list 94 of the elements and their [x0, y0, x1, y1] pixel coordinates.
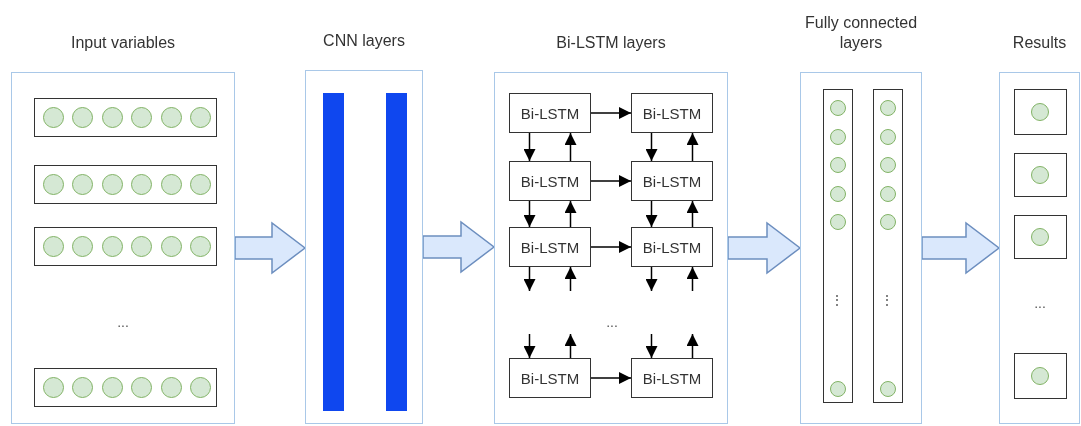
neuron-circle: [72, 106, 93, 128]
vertical-ellipsis: ⋮: [880, 292, 894, 308]
block-arrow: [234, 221, 307, 275]
block-arrow: [422, 220, 496, 274]
panel-title: Results: [1012, 33, 1067, 53]
bi-lstm-box: Bi-LSTM: [509, 358, 591, 398]
neuron-circle: [42, 376, 64, 398]
cnn-layer-bar: [323, 93, 344, 411]
neuron-circle: [42, 173, 64, 195]
ellipsis: ...: [117, 314, 129, 330]
output-box: [1014, 215, 1067, 259]
input-vector-box: [34, 165, 217, 204]
neuron-circle: [131, 106, 152, 128]
bi-lstm-box: Bi-LSTM: [631, 93, 713, 133]
panel-title: Fully connected layers: [803, 13, 919, 53]
neuron-circle: [101, 173, 123, 195]
arrow: [645, 333, 658, 359]
neuron-circle: [829, 100, 846, 116]
arrow: [686, 200, 699, 228]
arrow: [564, 200, 577, 228]
output-box: [1014, 353, 1067, 399]
neuron-circle: [101, 235, 123, 257]
neuron-circle: [160, 173, 182, 195]
ellipsis: ...: [1034, 295, 1046, 311]
arrow: [645, 266, 658, 292]
bi-lstm-box: Bi-LSTM: [631, 227, 713, 267]
panel-title: CNN layers: [323, 31, 405, 51]
neuron-circle: [879, 381, 896, 397]
neuron-circle: [829, 214, 846, 230]
input-vector-box: [34, 368, 217, 407]
neuron-circle: [190, 376, 211, 398]
neuron-circle: [42, 235, 64, 257]
neuron-circle: [101, 106, 123, 128]
neuron-circle: [72, 235, 93, 257]
arrow: [686, 266, 699, 292]
neuron-circle: [829, 186, 846, 202]
neuron-circle: [72, 376, 93, 398]
arrow: [523, 132, 536, 162]
arrow: [523, 333, 536, 359]
input-vector-box: [34, 98, 217, 137]
neuron-circle: [101, 376, 123, 398]
neuron-circle: [190, 173, 211, 195]
neuron-circle: [190, 106, 211, 128]
arrow: [523, 266, 536, 292]
arrow: [686, 333, 699, 359]
neuron-circle: [190, 235, 211, 257]
bi-lstm-box: Bi-LSTM: [509, 93, 591, 133]
input-vector-box: [34, 227, 217, 266]
neuron-circle: [879, 186, 896, 202]
ellipsis: ...: [606, 314, 618, 330]
neuron-circle: [160, 235, 182, 257]
panel-title: Bi-LSTM layers: [556, 33, 666, 53]
output-box: [1014, 153, 1067, 197]
neuron-circle: [829, 381, 846, 397]
neuron-circle: [829, 129, 846, 145]
neuron-circle: [1031, 102, 1049, 121]
neuron-circle: [42, 106, 64, 128]
neuron-circle: [829, 157, 846, 173]
bi-lstm-box: Bi-LSTM: [509, 161, 591, 201]
neuron-circle: [131, 376, 152, 398]
bi-lstm-box: Bi-LSTM: [509, 227, 591, 267]
arrow: [523, 200, 536, 228]
panel-title: Input variables: [70, 33, 176, 53]
neuron-circle: [1031, 165, 1049, 184]
neuron-circle: [879, 214, 896, 230]
arrow: [590, 107, 632, 119]
neuron-circle: [72, 173, 93, 195]
neuron-circle: [879, 129, 896, 145]
bi-lstm-box: Bi-LSTM: [631, 358, 713, 398]
neuron-circle: [160, 106, 182, 128]
block-arrow: [921, 221, 1001, 275]
neuron-circle: [131, 173, 152, 195]
arrow: [564, 132, 577, 162]
neuron-circle: [160, 376, 182, 398]
arrow: [564, 333, 577, 359]
arrow: [645, 200, 658, 228]
arrow: [564, 266, 577, 292]
vertical-ellipsis: ⋮: [830, 292, 844, 308]
bi-lstm-box: Bi-LSTM: [631, 161, 713, 201]
arrow: [590, 241, 632, 253]
neuron-column: [873, 89, 903, 403]
neuron-circle: [131, 235, 152, 257]
cnn-layer-bar: [386, 93, 407, 411]
neuron-circle: [879, 157, 896, 173]
block-arrow: [727, 221, 802, 275]
arrow: [645, 132, 658, 162]
neuron-column: [823, 89, 853, 403]
neuron-circle: [1031, 227, 1049, 246]
arrow: [590, 372, 632, 384]
neuron-circle: [879, 100, 896, 116]
neuron-circle: [1031, 366, 1049, 385]
arrow: [686, 132, 699, 162]
arrow: [590, 175, 632, 187]
output-box: [1014, 89, 1067, 135]
